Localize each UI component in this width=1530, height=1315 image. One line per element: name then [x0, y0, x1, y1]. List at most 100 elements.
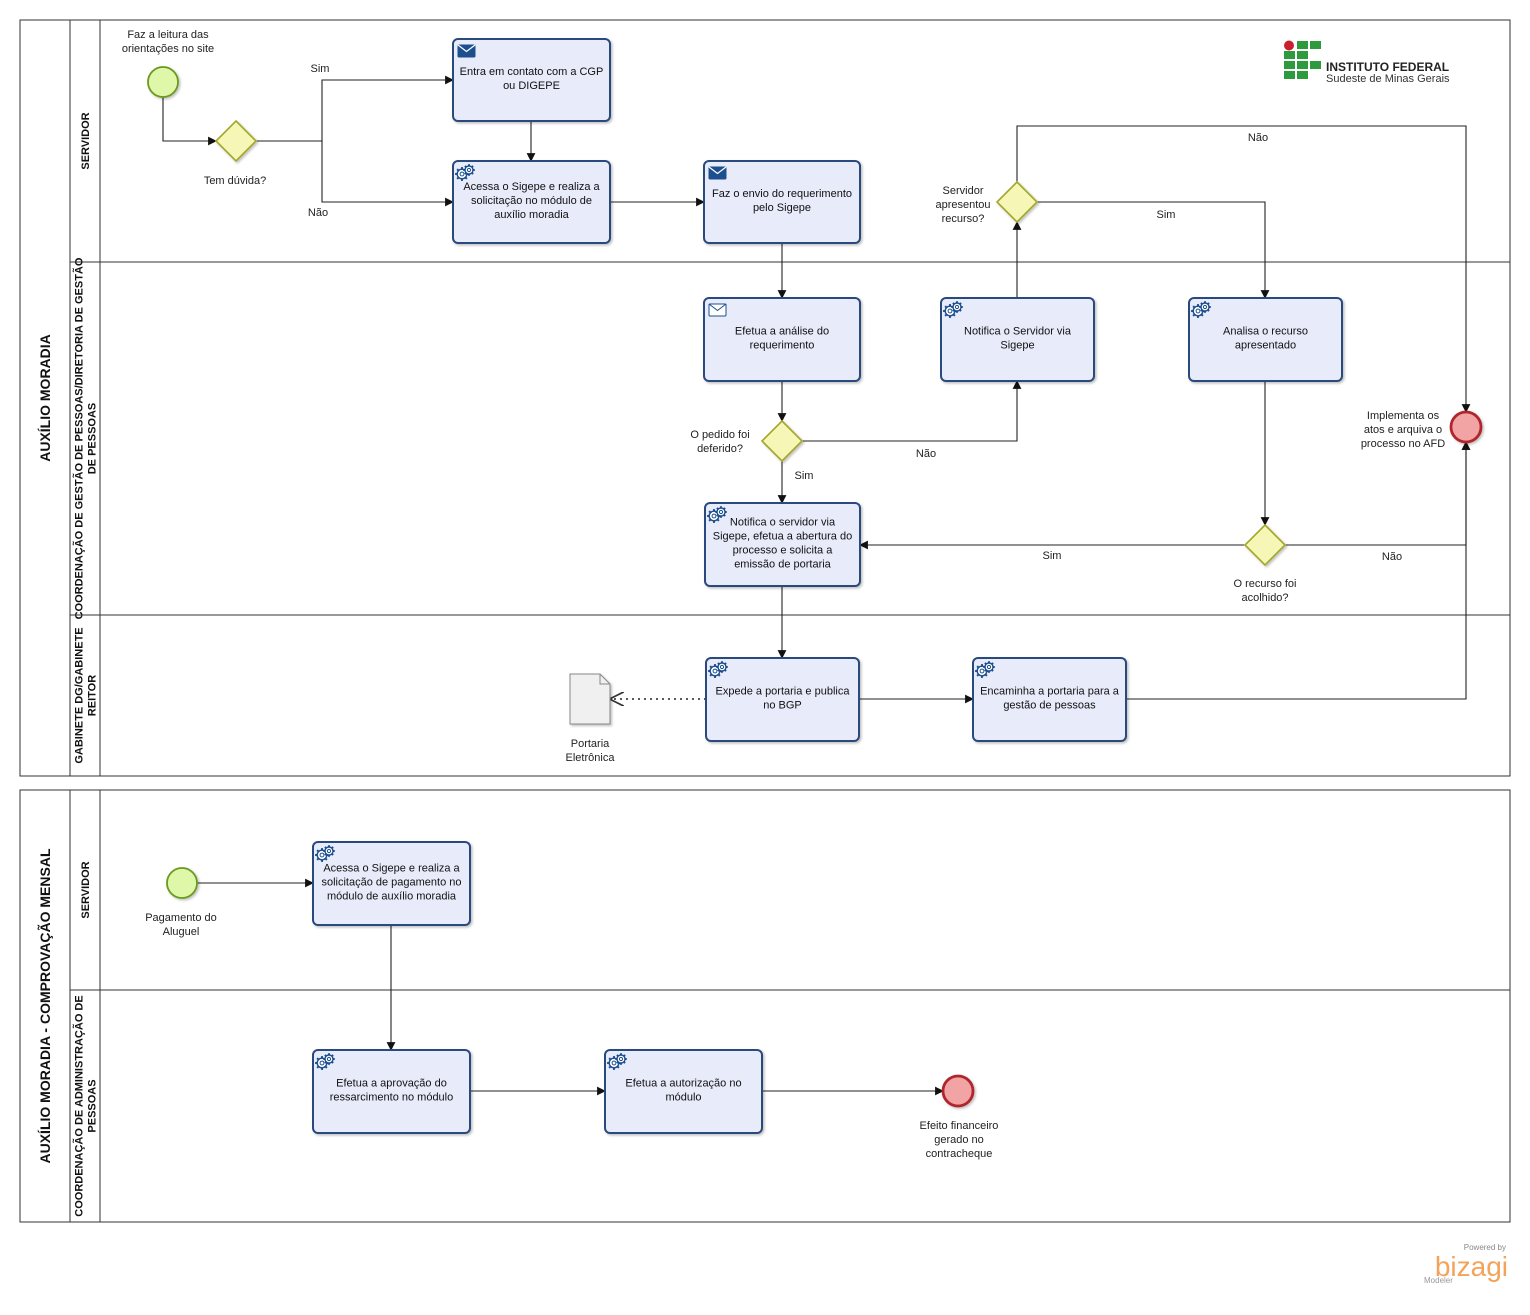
gateway-label: acolhido? [1241, 592, 1288, 604]
logo-square [1297, 51, 1308, 59]
lane-title: REITOR [87, 675, 99, 716]
task-box[interactable] [940, 297, 1095, 382]
end-event-label: processo no AFD [1361, 438, 1445, 450]
gateway-diamond[interactable] [760, 419, 804, 463]
logo-square [1284, 51, 1295, 59]
flow-label: Não [1248, 132, 1268, 144]
flow-line[interactable] [1037, 201, 1270, 299]
task-box[interactable] [972, 657, 1127, 742]
lane-title: COORDENAÇÃO DE ADMINISTRAÇÃO DE [73, 995, 86, 1216]
envelope-icon [457, 44, 476, 58]
lane-l1: SERVIDOR [80, 112, 92, 169]
task-label: Acessa o Sigepe e realiza a [323, 863, 460, 875]
task-label: no BGP [763, 700, 802, 712]
task-label: Notifica o servidor via [730, 517, 836, 529]
task-box[interactable] [604, 1049, 763, 1134]
flow-line[interactable] [256, 140, 454, 207]
task-label: Entra em contato com a CGP [460, 66, 604, 78]
task-label: gestão de pessoas [1003, 700, 1096, 712]
flow-f19[interactable] [1126, 441, 1471, 700]
task-label: Efetua a autorização no [625, 1078, 741, 1090]
flow-label: Sim [311, 63, 330, 75]
pool-title: AUXÍLIO MORADIA - COMPROVAÇÃO MENSAL [36, 848, 53, 1163]
lane-title: PESSOAS [87, 1079, 99, 1132]
task-box[interactable] [703, 297, 861, 382]
start-event-circle[interactable] [147, 66, 179, 98]
end-event-circle[interactable] [1449, 410, 1483, 444]
gateway-diamond[interactable] [214, 119, 258, 163]
gear-icon [455, 164, 475, 181]
task-box[interactable] [312, 1049, 471, 1134]
flow-f12[interactable]: Sim [1037, 201, 1270, 299]
task-t9[interactable]: Encaminha a portaria para a gestão de pes… [972, 657, 1127, 742]
end-event-label: contracheque [926, 1148, 993, 1160]
task-label: Notifica o Servidor via [964, 326, 1072, 338]
end-event-label: atos e arquiva o [1364, 424, 1442, 436]
task-box[interactable] [704, 502, 861, 587]
flow-f8[interactable]: Não [802, 380, 1022, 460]
document-shape[interactable] [569, 673, 611, 725]
logo-subtitle: Sudeste de Minas Gerais [1326, 73, 1450, 85]
institute-logo: INSTITUTO FEDERAL Sudeste de Minas Gerai… [1284, 40, 1450, 85]
flow-line[interactable] [1016, 125, 1471, 413]
end-event-label: Implementa os [1367, 410, 1440, 422]
gear-icon [707, 506, 727, 523]
flow-line[interactable] [802, 380, 1022, 442]
start-event-circle[interactable] [166, 867, 198, 899]
logo-square [1297, 71, 1308, 79]
end-event-circle[interactable] [941, 1074, 975, 1108]
task-box[interactable] [452, 160, 611, 244]
flow-line[interactable] [1126, 441, 1471, 700]
logo-square [1297, 61, 1308, 69]
flow-f9[interactable]: Sim [777, 461, 813, 504]
end-e1[interactable]: Implementa os atos e arquiva o processo no… [1361, 410, 1483, 450]
task-t8[interactable]: Expede a portaria e publica no BGP [705, 657, 860, 742]
pool-p2: AUXÍLIO MORADIA - COMPROVAÇÃO MENSAL SERV… [19, 789, 1511, 1223]
lane-title: GABINETE DG/GABINETE [74, 627, 86, 763]
task-label: Encaminha a portaria para a [980, 686, 1120, 698]
logo-square [1310, 41, 1321, 49]
flow-line[interactable] [162, 97, 217, 146]
task-label: Expede a portaria e publica [716, 686, 851, 698]
task-label: auxílio moradia [494, 209, 569, 221]
flow-f11[interactable]: Não [1016, 125, 1471, 413]
gateway-label: recurso? [942, 213, 985, 225]
lane-title: SERVIDOR [80, 861, 92, 918]
gateway-label: deferido? [697, 443, 743, 455]
gear-icon [708, 661, 728, 678]
flow-f1[interactable] [162, 97, 217, 146]
gateway-diamond[interactable] [995, 180, 1039, 224]
task-box[interactable] [1188, 297, 1343, 382]
logo-square [1284, 71, 1295, 79]
flow-f14[interactable]: Sim [859, 540, 1245, 562]
task-box[interactable] [703, 160, 861, 244]
task-label: Efetua a aprovação do [336, 1078, 447, 1090]
flow-label: Sim [1157, 209, 1176, 221]
task-box[interactable] [705, 657, 860, 742]
task-box[interactable] [312, 841, 471, 926]
task-box[interactable] [452, 38, 611, 122]
gateway-diamond[interactable] [1243, 523, 1287, 567]
gateway-g1[interactable]: Tem dúvida? [204, 119, 266, 187]
logo-dot [1284, 40, 1294, 51]
flow-f3[interactable]: Não [256, 140, 454, 219]
